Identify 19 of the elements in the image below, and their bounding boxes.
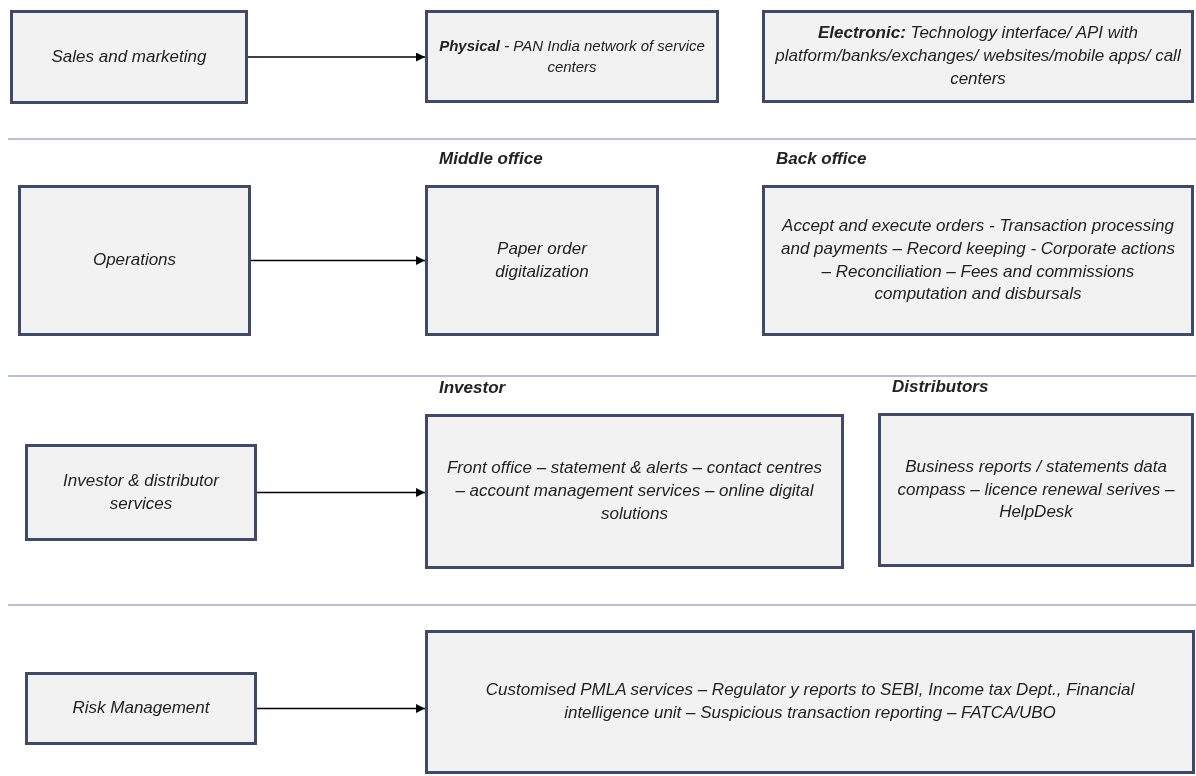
box-text: Investor & distributor services: [62, 469, 221, 515]
section-heading: Back office: [776, 149, 867, 169]
box-text: Front office – statement & alerts – contact centres – account management services – online digital solutions: [445, 457, 824, 525]
section-heading: Investor: [439, 378, 506, 398]
box-text: Accept and execute orders - Transaction processing and payments – Record keeping - Corporate actions – Reconciliation – Fees and commissions computation and disbursals: [779, 214, 1177, 306]
arrow: [250, 256, 426, 265]
arrow: [256, 488, 426, 497]
section-heading: Distributors: [892, 377, 989, 397]
box-text: Electronic: Technology interface/ API with platform/banks/exchanges/ websites/mobile apps/ call centers: [775, 22, 1181, 90]
arrow: [256, 704, 426, 713]
box-text: Customised PMLA services – Regulator y reports to SEBI, Income tax Dept., Financial intelligence unit – Suspicious transaction reporting – FATCA/UBO: [484, 679, 1136, 724]
box-text: Physical - PAN India network of service centers: [438, 36, 706, 77]
box-text: Sales and marketing: [51, 45, 207, 68]
box-text: Paper order digitalization: [494, 237, 590, 283]
box-text: Business reports / statements data compass – licence renewal serives – HelpDesk: [896, 455, 1176, 524]
arrow: [247, 52, 426, 62]
section-heading: Middle office: [439, 149, 543, 169]
box-text: Risk Management: [72, 697, 210, 720]
box-text: Operations: [92, 249, 177, 272]
